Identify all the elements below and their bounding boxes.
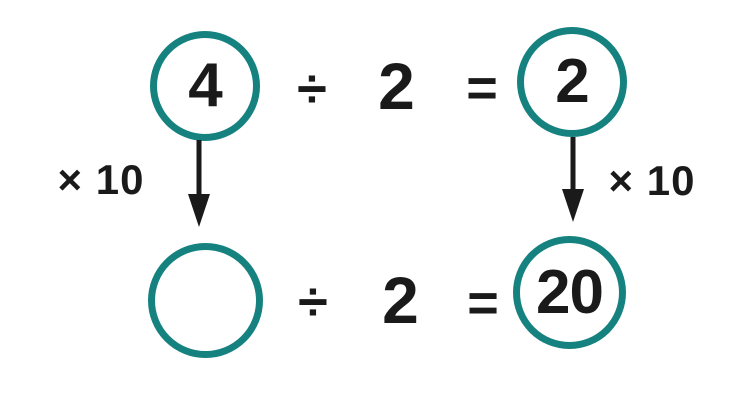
bottom-quotient-value: 20 [536,257,604,327]
bottom-equals-sign: = [467,273,499,333]
top-equals-sign: = [466,58,498,118]
bottom-quotient-circle: 20 [513,236,626,349]
bottom-dividend-circle [148,243,263,358]
bottom-divide-sign: ÷ [298,272,328,332]
down-arrow-icon [188,140,210,227]
right-multiplier-label: × 10 [608,157,696,204]
bottom-divisor-value: 2 [382,263,419,337]
top-quotient-circle: 2 [517,27,627,137]
top-quotient-value: 2 [555,47,589,116]
top-dividend-circle: 4 [150,31,260,141]
left-multiplier-label: × 10 [57,156,145,203]
top-divide-sign: ÷ [297,59,327,119]
down-arrow-icon [562,137,584,222]
top-divisor-value: 2 [378,49,415,123]
top-dividend-value: 4 [188,51,222,120]
